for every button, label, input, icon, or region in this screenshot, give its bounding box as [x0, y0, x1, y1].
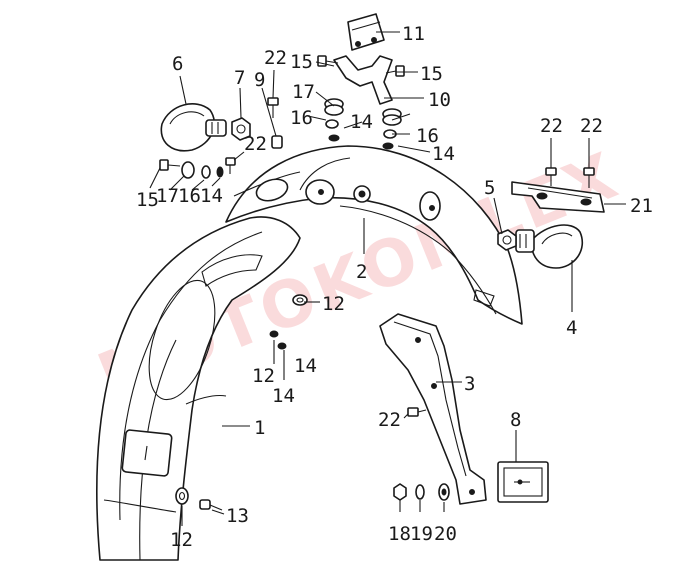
callout-15-top-left: 15	[290, 51, 313, 73]
callout-17-left: 17	[156, 185, 179, 207]
mount-rubber-stack-top-right	[382, 108, 402, 150]
callout-16-top: 16	[290, 107, 313, 129]
callout-3: 3	[464, 373, 475, 395]
nut-7-part	[231, 117, 251, 141]
callout-22-bracket: 22	[378, 409, 401, 431]
callout-22-right-b: 22	[580, 115, 603, 137]
callout-5: 5	[484, 177, 495, 199]
callout-labels: 1 2 3 4 5 6 7 8 9 10 11 12 12 12 13 14 1…	[136, 23, 653, 551]
callout-12-bottom: 12	[170, 529, 193, 551]
callout-22-top: 22	[264, 47, 287, 69]
grommet-12-mid	[269, 330, 279, 338]
callout-13: 13	[226, 505, 249, 527]
callout-1: 1	[254, 417, 265, 439]
callout-22-left: 22	[244, 133, 267, 155]
grommet-12-bottom	[175, 487, 189, 505]
spacer-9-part	[271, 135, 283, 149]
screw-15-a	[317, 55, 339, 67]
rear-turn-signal-right-part	[515, 224, 583, 269]
callout-17-top: 17	[292, 81, 315, 103]
callout-14-top: 14	[350, 111, 373, 133]
callout-16-left: 16	[178, 185, 201, 207]
reflector-part	[497, 461, 549, 503]
mount-rubber-stack-top-left	[324, 98, 344, 142]
callout-4: 4	[566, 317, 577, 339]
screw-15-c	[159, 159, 181, 171]
leader-lines	[149, 31, 626, 526]
callout-22-right-a: 22	[540, 115, 563, 137]
grommet-20-part	[438, 483, 450, 501]
screw-13-part	[199, 499, 223, 511]
nut-5-part	[497, 229, 517, 251]
bolt-22-left	[225, 157, 236, 174]
callout-14-mid-a: 14	[294, 355, 317, 377]
callout-15-top-right: 15	[420, 63, 443, 85]
mount-rubber-stack-left	[181, 161, 224, 179]
screw-15-group	[159, 55, 405, 171]
bolt-22-group	[225, 97, 595, 417]
bolt-22-bracket	[407, 407, 427, 417]
license-plate-bracket-part	[379, 313, 487, 505]
callout-8: 8	[510, 409, 521, 431]
callout-14-top-right: 14	[432, 143, 455, 165]
callout-16-right: 16	[416, 125, 439, 147]
fender-mount-bracket-part	[333, 55, 393, 105]
callout-6: 6	[172, 53, 183, 75]
callout-14-left: 14	[200, 185, 223, 207]
screw-15-b	[385, 65, 405, 77]
turn-signal-bracket-part	[511, 181, 605, 213]
callout-20: 20	[434, 523, 457, 545]
callout-15-left: 15	[136, 189, 159, 211]
callout-11: 11	[402, 23, 425, 45]
callout-7: 7	[234, 67, 245, 89]
callout-19: 19	[410, 523, 433, 545]
callout-14-mid-b: 14	[272, 385, 295, 407]
nut-14-mid	[277, 342, 287, 350]
grommet-12-right	[292, 294, 308, 306]
tail-light-part	[347, 13, 385, 51]
callout-9: 9	[254, 69, 265, 91]
callout-2: 2	[356, 261, 367, 283]
callout-12-mid: 12	[252, 365, 275, 387]
nut-18-part	[393, 483, 407, 501]
rear-turn-signal-left-part	[160, 103, 227, 152]
washer-19-part	[415, 484, 425, 500]
callout-12-right: 12	[322, 293, 345, 315]
callout-21: 21	[630, 195, 653, 217]
callout-10: 10	[428, 89, 451, 111]
rear-fender-part	[96, 216, 301, 561]
callout-18: 18	[388, 523, 411, 545]
front-fender-part	[225, 145, 523, 325]
